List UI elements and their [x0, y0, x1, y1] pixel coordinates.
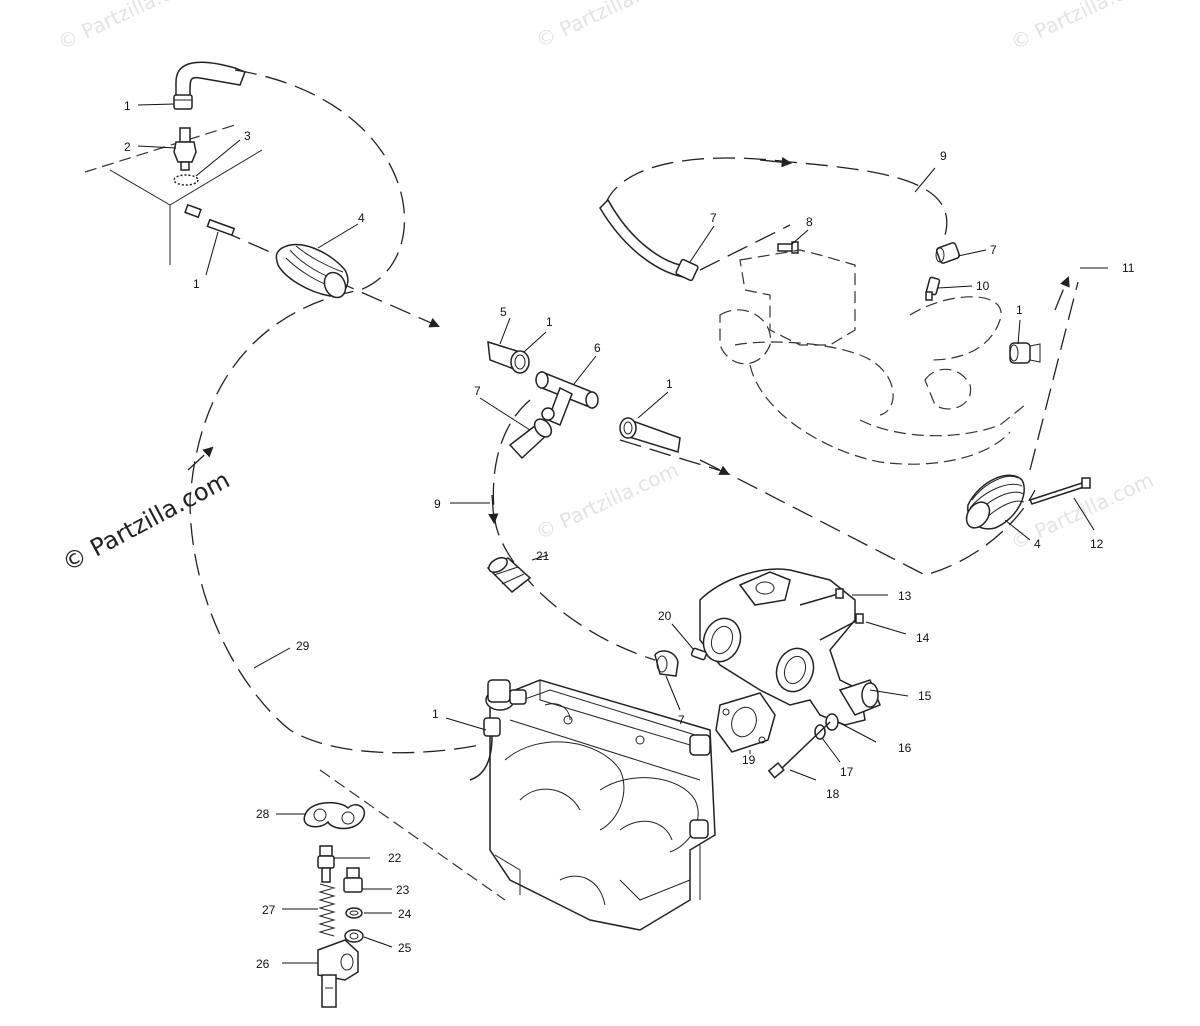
callout-19: 19 — [742, 753, 756, 767]
part-bolt-18 — [767, 721, 831, 779]
callout-15: 15 — [918, 689, 932, 703]
part-washer-3 — [173, 174, 199, 186]
part-hose-7-left — [508, 418, 553, 460]
copyright-notice: © Partzilla.com — [58, 466, 235, 578]
part-housing-26 — [317, 939, 359, 1008]
callout-9: 9 — [434, 497, 441, 511]
callout-1: 1 — [124, 99, 131, 113]
routing-arrow-11 — [1054, 276, 1070, 311]
callout-13: 13 — [898, 589, 912, 603]
part-gasket-28 — [303, 801, 366, 830]
part-washer-16 — [825, 713, 839, 731]
callout-8: 8 — [806, 215, 813, 229]
callout-16: 16 — [898, 741, 912, 755]
part-stud-20 — [690, 647, 708, 661]
part-bolt-14 — [819, 613, 864, 641]
routing-arrow-up — [187, 446, 214, 471]
callout-14: 14 — [916, 631, 930, 645]
callout-29: 29 — [296, 639, 310, 653]
part-fitting-1-left — [184, 203, 236, 237]
callout-10: 10 — [976, 279, 990, 293]
part-washer-24 — [345, 907, 363, 919]
routing-arrow-9-left — [488, 494, 499, 525]
callout-25: 25 — [398, 941, 412, 955]
part-sensor-22 — [317, 845, 335, 883]
callout-28: 28 — [256, 807, 270, 821]
part-fitting-1-right — [1009, 342, 1041, 364]
callout-1: 1 — [432, 707, 439, 721]
watermark-tile: © Partzilla.com — [1007, 0, 1157, 55]
callout-22: 22 — [388, 851, 402, 865]
routing-line-1-bracket — [84, 124, 236, 173]
routing-line-main-arrow — [699, 459, 730, 475]
watermark-tile: © Partzilla.com — [54, 0, 204, 55]
part-coupler-21 — [486, 557, 532, 593]
callout-7: 7 — [990, 243, 997, 257]
callout-21: 21 — [536, 549, 550, 563]
routing-line-29 — [189, 69, 481, 754]
callout-3: 3 — [244, 129, 251, 143]
routing-arrow-9-top — [759, 156, 793, 168]
routing-line-7 — [699, 224, 791, 271]
callout-1: 1 — [666, 377, 673, 391]
callout-26: 26 — [256, 957, 270, 971]
routing-line-to-4 — [219, 229, 440, 328]
callout-4: 4 — [358, 211, 365, 225]
callout-18: 18 — [826, 787, 840, 801]
manifold-phantom — [719, 249, 1026, 465]
part-hose-7-bottom — [654, 650, 679, 677]
part-fitting-10 — [925, 276, 941, 301]
part-hose-7-right — [935, 242, 961, 264]
callout-23: 23 — [396, 883, 410, 897]
part-washer-25 — [344, 929, 364, 943]
part-fitting-2 — [173, 127, 197, 171]
callout-1: 1 — [193, 277, 200, 291]
watermark-tile: © Partzilla.com — [532, 0, 682, 53]
callout-7: 7 — [678, 713, 685, 727]
callout-7: 7 — [474, 384, 481, 398]
callout-2: 2 — [124, 140, 131, 154]
callout-12: 12 — [1090, 537, 1104, 551]
part-tee-6 — [535, 370, 599, 426]
part-exhaust-manifold-15 — [699, 568, 881, 726]
callout-5: 5 — [500, 305, 507, 319]
part-cable-tie-12 — [1028, 477, 1091, 505]
part-plug-23 — [343, 867, 363, 893]
callout-4: 4 — [1034, 537, 1041, 551]
callout-numbers: 1 2 3 1 4 5 1 6 7 1 9 21 29 9 7 8 7 10 1… — [124, 99, 1135, 971]
callout-7: 7 — [710, 211, 717, 225]
routing-line-9-top — [604, 157, 948, 236]
callout-27: 27 — [262, 903, 276, 917]
callout-20: 20 — [658, 609, 672, 623]
part-hose-1-top — [173, 61, 246, 110]
hose-routing-lines — [84, 69, 1079, 901]
part-bolt-13 — [799, 588, 844, 606]
part-spring-27 — [318, 883, 336, 937]
callout-1: 1 — [1016, 303, 1023, 317]
part-boot-4-right — [965, 474, 1025, 530]
tank-outline — [109, 149, 263, 265]
callout-1: 1 — [546, 315, 553, 329]
watermark-tile: © Partzilla.com — [532, 458, 682, 545]
callout-9: 9 — [940, 149, 947, 163]
routing-line-22-27 — [319, 769, 506, 901]
part-engine-block — [485, 679, 716, 931]
part-hose-5 — [487, 340, 530, 374]
part-hose-1-middle — [619, 417, 681, 453]
leader-lines — [137, 103, 1108, 964]
callout-11: 11 — [1122, 261, 1135, 275]
callout-17: 17 — [840, 765, 854, 779]
callout-6: 6 — [594, 341, 601, 355]
part-fitting-1-engine — [469, 717, 501, 781]
part-boot-4-left — [275, 243, 349, 299]
routing-line-9-left — [492, 399, 656, 661]
part-hose-7-top — [599, 198, 699, 282]
part-gasket-19 — [715, 692, 776, 753]
callout-24: 24 — [398, 907, 412, 921]
routing-line-11 — [1029, 281, 1079, 471]
